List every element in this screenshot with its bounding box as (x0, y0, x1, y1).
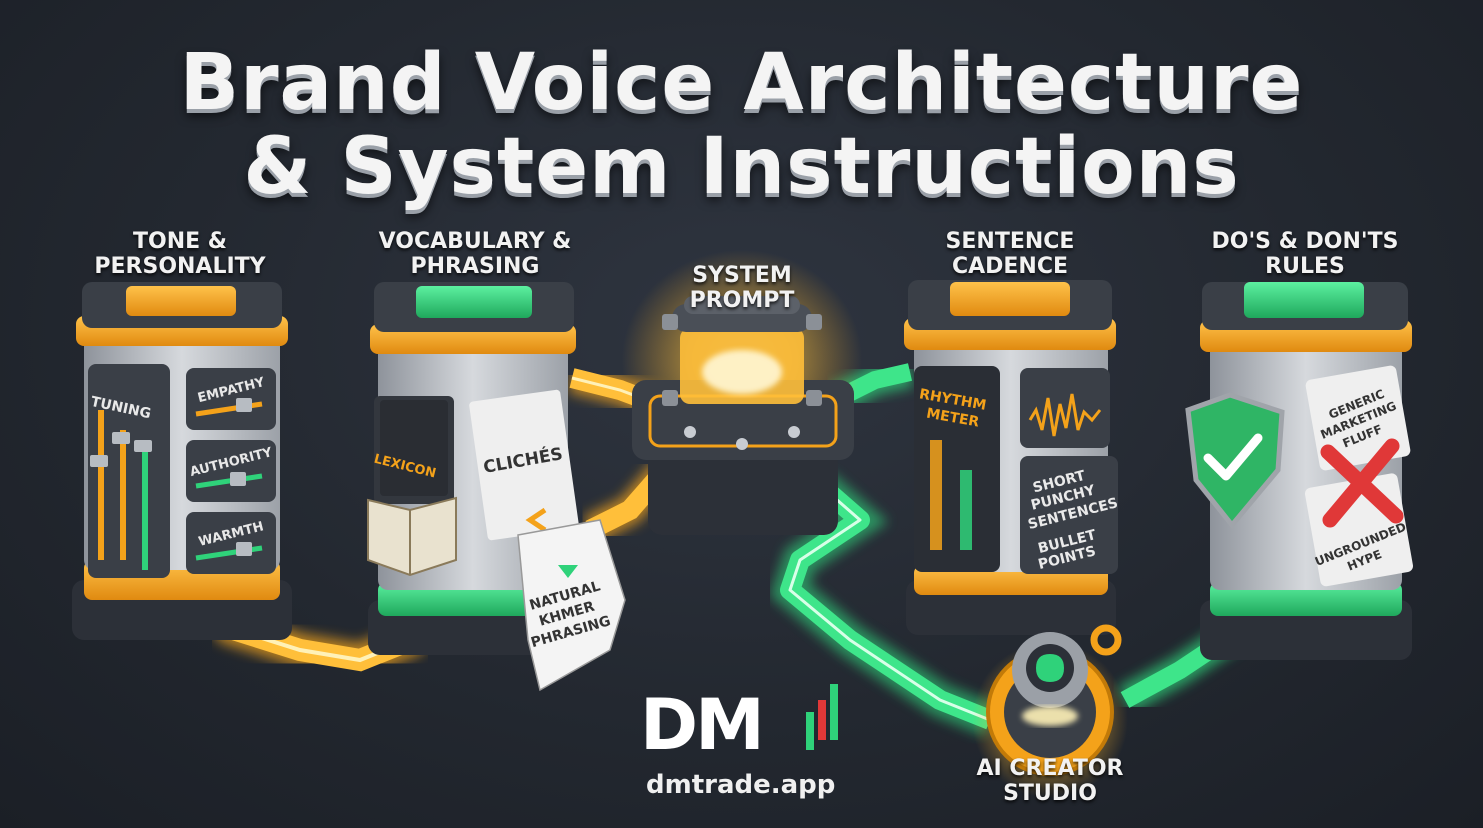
pillar-rules: GENERIC MARKETING FLUFF UNGROUNDED HYPE (1185, 282, 1414, 660)
system-prompt-core (622, 250, 862, 535)
dm-logo-bars (806, 684, 838, 750)
vocabulary-label: VOCABULARY & PHRASING (360, 229, 590, 279)
system-prompt-label: SYSTEM PROMPT (660, 263, 824, 313)
vocabulary-label-line2: PHRASING (410, 254, 540, 279)
tone-label-line2: PERSONALITY (94, 254, 266, 279)
studio-label-line2: STUDIO (1003, 781, 1097, 806)
brain-icon (1036, 654, 1064, 682)
title-line-1: Brand Voice Architecture (179, 38, 1304, 128)
dm-logo-text: DM (640, 684, 765, 766)
pillar-vocabulary: LEXICON CLICHÉS NATURAL KHMER PHRASING (367, 282, 626, 692)
cadence-label-line1: SENTENCE (945, 229, 1075, 254)
system-prompt-label-line2: PROMPT (689, 288, 795, 313)
cadence-label: SENTENCE CADENCE (900, 229, 1120, 279)
title-line-2: & System Instructions (243, 122, 1240, 212)
pillar-cadence: RHYTHM METER SHORT PUNCHY SENTENCES BULL… (904, 280, 1120, 635)
tone-label: TONE & PERSONALITY (80, 229, 280, 279)
tone-label-line1: TONE & (133, 229, 227, 254)
green-pipe-studio (770, 472, 997, 736)
pillar-tone: TUNING EMPATHY AUTHORITY WARMTH (72, 282, 292, 640)
brand-url[interactable]: dmtrade.app (646, 770, 836, 800)
rules-label-line2: RULES (1265, 254, 1345, 279)
ai-studio-gear (972, 624, 1128, 798)
cadence-label-line2: CADENCE (951, 254, 1069, 279)
studio-label: AI CREATOR STUDIO (960, 756, 1140, 806)
system-prompt-label-line1: SYSTEM (692, 263, 792, 288)
studio-label-line1: AI CREATOR (976, 756, 1124, 781)
rules-label: DO'S & DON'TS RULES (1190, 229, 1420, 279)
cross-icon (1320, 438, 1404, 528)
vocabulary-label-line1: VOCABULARY & (378, 229, 572, 254)
rules-label-line1: DO'S & DON'TS (1211, 229, 1399, 254)
